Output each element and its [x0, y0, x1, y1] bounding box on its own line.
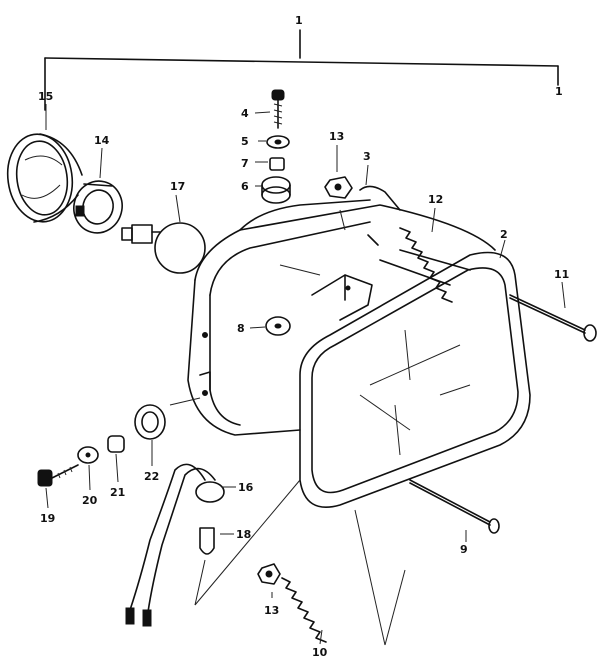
bulb-part — [121, 222, 206, 274]
spring-10 — [281, 577, 327, 643]
callout-22: 22 — [144, 470, 159, 483]
bulb-18 — [199, 527, 215, 555]
callout-3: 3 — [363, 150, 371, 163]
callout-14: 14 — [94, 134, 110, 147]
nut-7 — [269, 157, 285, 171]
callout-15: 15 — [38, 90, 53, 103]
callout-11: 11 — [554, 268, 569, 281]
callout-20: 20 — [82, 494, 98, 507]
callout-17: 17 — [170, 180, 185, 193]
assembly-bracket — [44, 29, 559, 111]
callout-4: 4 — [241, 107, 249, 120]
bolt-19 — [37, 464, 79, 487]
socket-holder-part — [73, 180, 123, 234]
grommet-8 — [265, 316, 291, 336]
callout-6: 6 — [241, 180, 249, 193]
callout-18: 18 — [236, 528, 251, 541]
leader-lines — [45, 104, 566, 646]
callout-13-lower: 13 — [264, 604, 279, 617]
callout-5: 5 — [241, 135, 249, 148]
grommet-6 — [261, 176, 291, 204]
mounting-bracket — [311, 274, 373, 321]
callout-labels: 1 1 2 3 4 5 6 7 8 9 10 11 12 13 13 14 15… — [38, 14, 569, 659]
grommet-22 — [134, 404, 166, 440]
washer-5 — [266, 135, 290, 149]
callout-21: 21 — [110, 486, 125, 499]
callout-12: 12 — [428, 193, 443, 206]
callout-8: 8 — [237, 322, 245, 335]
callout-13-upper: 13 — [329, 130, 344, 143]
rim-part — [6, 133, 83, 223]
collar-21 — [107, 435, 125, 453]
callout-16: 16 — [238, 481, 254, 494]
screw-4 — [271, 89, 285, 129]
callout-10: 10 — [312, 646, 328, 659]
callout-1: 1 — [295, 14, 303, 27]
callout-2: 2 — [500, 228, 508, 241]
nut-13-lower — [257, 563, 281, 585]
callout-1-right: 1 — [555, 85, 563, 98]
callout-19: 19 — [40, 512, 55, 525]
screw-11 — [509, 294, 597, 342]
wiring-harness-16 — [125, 463, 225, 627]
callout-7: 7 — [241, 157, 249, 170]
nut-13-upper — [324, 176, 353, 199]
bracket-part — [359, 185, 401, 246]
washer-20 — [77, 446, 99, 464]
sealed-beam-unit — [299, 249, 531, 508]
headlight-case — [187, 199, 496, 436]
screw-9 — [409, 479, 500, 534]
spring-part — [399, 227, 453, 303]
callout-9: 9 — [460, 543, 468, 556]
